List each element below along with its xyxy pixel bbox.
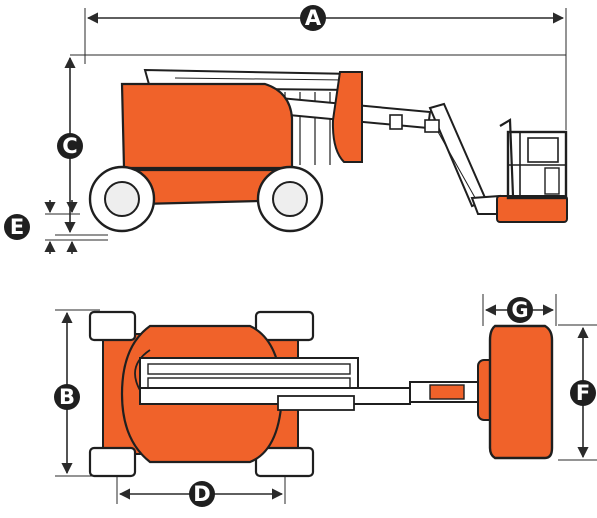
- side-view: [44, 8, 568, 254]
- dimension-badge-g: G: [507, 297, 533, 323]
- side-platform-basket: [496, 118, 568, 223]
- side-wheel-rear: [88, 165, 156, 233]
- dimension-label-c: C: [62, 134, 77, 158]
- side-boom-cylinder: [331, 71, 363, 163]
- top-platform: [488, 324, 554, 460]
- top-wheel-front-left: [254, 310, 315, 342]
- dimension-label-e: E: [10, 215, 24, 239]
- dimension-label-b: B: [59, 385, 75, 409]
- top-wheel-rear-left: [88, 310, 137, 342]
- top-wheel-front-right: [254, 446, 315, 478]
- dimension-badge-e: E: [4, 214, 30, 240]
- side-turntable: [120, 82, 294, 170]
- dimension-badge-a: A: [300, 5, 326, 31]
- dimension-badge-d: D: [189, 481, 215, 507]
- top-view: [55, 294, 597, 504]
- dimension-label-g: G: [511, 298, 528, 322]
- dimension-label-a: A: [305, 6, 322, 30]
- dimension-label-d: D: [193, 482, 210, 506]
- dimension-badge-f: F: [570, 380, 596, 406]
- dimension-label-f: F: [576, 381, 590, 405]
- side-wheel-front: [256, 165, 324, 233]
- top-wheel-rear-right: [88, 446, 137, 478]
- dimension-badge-c: C: [57, 133, 83, 159]
- dimension-badge-b: B: [54, 384, 80, 410]
